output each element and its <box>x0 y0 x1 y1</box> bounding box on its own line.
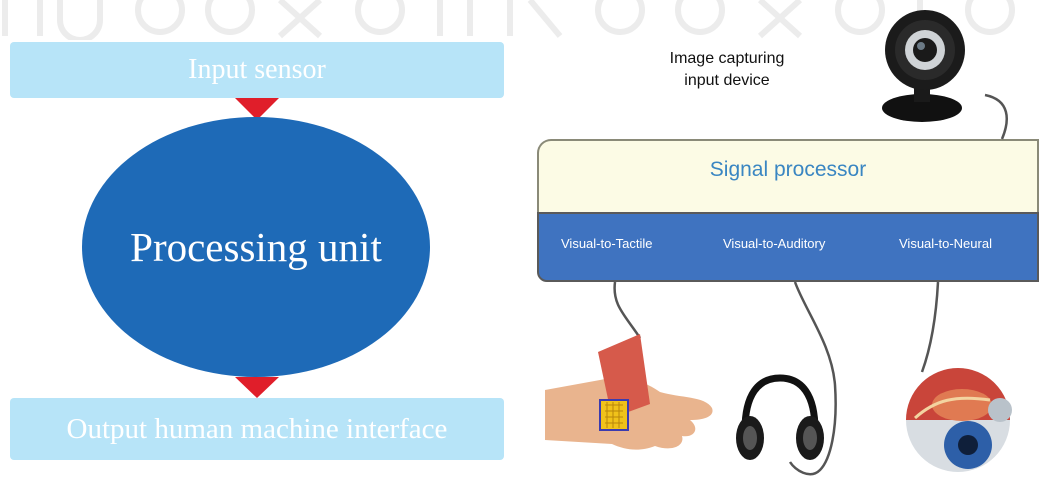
tactile-hand-icon <box>545 334 713 450</box>
output-hmi-label: Output human machine interface <box>66 412 448 445</box>
device-caption-line1: Image capturing <box>669 50 785 67</box>
signal-processor-panel <box>537 139 1039 215</box>
modality-label-neural: Visual-to-Neural <box>899 236 992 251</box>
device-caption: Image capturing input device <box>612 48 842 92</box>
tactile-cable <box>613 281 642 339</box>
eye-implant-icon <box>906 368 1012 472</box>
input-sensor-box: Input sensor <box>10 42 504 98</box>
webcam-cable <box>984 93 1008 140</box>
auditory-cable <box>788 281 837 476</box>
modality-label-tactile: Visual-to-Tactile <box>561 236 653 251</box>
headphones-icon <box>736 374 824 460</box>
webcam-icon <box>882 10 965 122</box>
output-hmi-box: Output human machine interface <box>10 398 504 460</box>
input-sensor-label: Input sensor <box>188 54 326 85</box>
processing-unit-label: Processing unit <box>130 224 382 270</box>
modality-label-auditory: Visual-to-Auditory <box>723 236 826 251</box>
modality-panel <box>537 212 1039 282</box>
arrow-down-icon <box>235 377 279 398</box>
device-caption-line2: input device <box>684 72 770 89</box>
neural-cable <box>920 281 940 373</box>
processing-unit-ellipse: Processing unit <box>82 117 430 377</box>
arrow-down-icon <box>235 98 279 120</box>
signal-processor-label: Signal processor <box>709 158 867 181</box>
